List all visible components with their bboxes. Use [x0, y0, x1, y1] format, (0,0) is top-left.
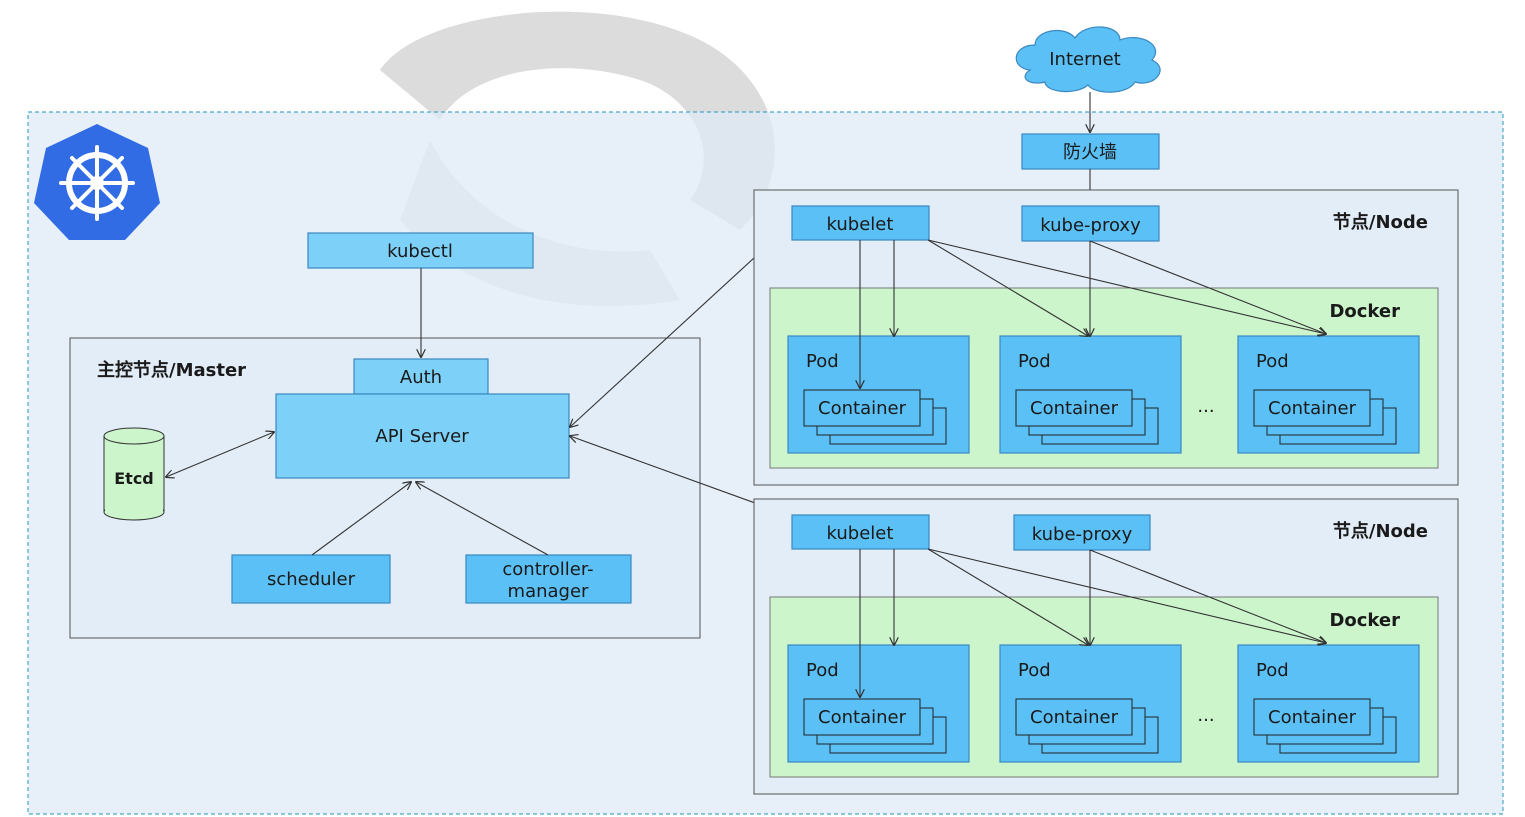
- container-box: [803, 698, 921, 736]
- node-arrow: [927, 548, 1326, 643]
- firewall-label: 防火墙: [1063, 142, 1117, 163]
- api-server-box: [275, 393, 570, 479]
- container-label: Container: [1030, 707, 1119, 728]
- pod-label: Pod: [1018, 660, 1051, 681]
- docker-label: Docker: [1329, 610, 1400, 631]
- kubelet-label: kubelet: [827, 214, 894, 235]
- internet-label: Internet: [1049, 49, 1120, 70]
- node-arrow: [927, 239, 1088, 336]
- api-server-label: API Server: [375, 426, 469, 447]
- container-box: [803, 389, 921, 427]
- kubelet-box: [791, 514, 930, 550]
- node-arrow: [927, 548, 1088, 645]
- kubernetes-logo: [34, 124, 160, 240]
- master-title: 主控节点/Master: [97, 359, 246, 381]
- kube-proxy-label: kube-proxy: [1040, 215, 1141, 236]
- controller-manager-label-line2: manager: [508, 581, 590, 602]
- docker-label: Docker: [1329, 301, 1400, 322]
- internet-cloud: Internet: [1015, 26, 1161, 93]
- kube-proxy-box: [1013, 514, 1151, 551]
- controller-manager-label-line1: controller-: [502, 559, 593, 580]
- etcd-label: Etcd: [114, 469, 154, 488]
- arrow-scheduler-apiserver: [311, 482, 411, 556]
- pod-label: Pod: [1256, 351, 1289, 372]
- kubelet-label: kubelet: [827, 523, 894, 544]
- pod-label: Pod: [1018, 351, 1051, 372]
- arrow-controller-apiserver: [416, 482, 549, 556]
- scheduler-label: scheduler: [267, 569, 356, 590]
- arrow-etcd-apiserver: [166, 432, 274, 477]
- pod-label: Pod: [806, 660, 839, 681]
- firewall-box: [1021, 133, 1160, 170]
- container-box: [1015, 389, 1133, 427]
- pods-ellipsis: ...: [1197, 705, 1214, 726]
- scheduler-box: [231, 554, 391, 604]
- controller-manager-box: [465, 554, 632, 604]
- container-label: Container: [818, 707, 907, 728]
- container-label: Container: [1030, 398, 1119, 419]
- container-label: Container: [1268, 707, 1357, 728]
- pod-label: Pod: [1256, 660, 1289, 681]
- node-arrow: [1089, 549, 1326, 643]
- auth-label: Auth: [400, 367, 442, 388]
- auth-box: [353, 358, 489, 395]
- kubectl-box: [307, 232, 534, 269]
- node-title: 节点/Node: [1333, 520, 1428, 542]
- kubelet-box: [791, 205, 930, 241]
- container-label: Container: [1268, 398, 1357, 419]
- node-arrow: [927, 239, 1326, 334]
- container-box: [1015, 698, 1133, 736]
- node-title: 节点/Node: [1333, 211, 1428, 233]
- node-arrow: [1089, 240, 1326, 334]
- container-box: [1253, 389, 1371, 427]
- container-box: [1253, 698, 1371, 736]
- kube-proxy-label: kube-proxy: [1032, 524, 1133, 545]
- pod-label: Pod: [806, 351, 839, 372]
- kubectl-label: kubectl: [387, 241, 453, 262]
- pods-ellipsis: ...: [1197, 396, 1214, 417]
- container-label: Container: [818, 398, 907, 419]
- etcd-database-icon: [103, 427, 165, 521]
